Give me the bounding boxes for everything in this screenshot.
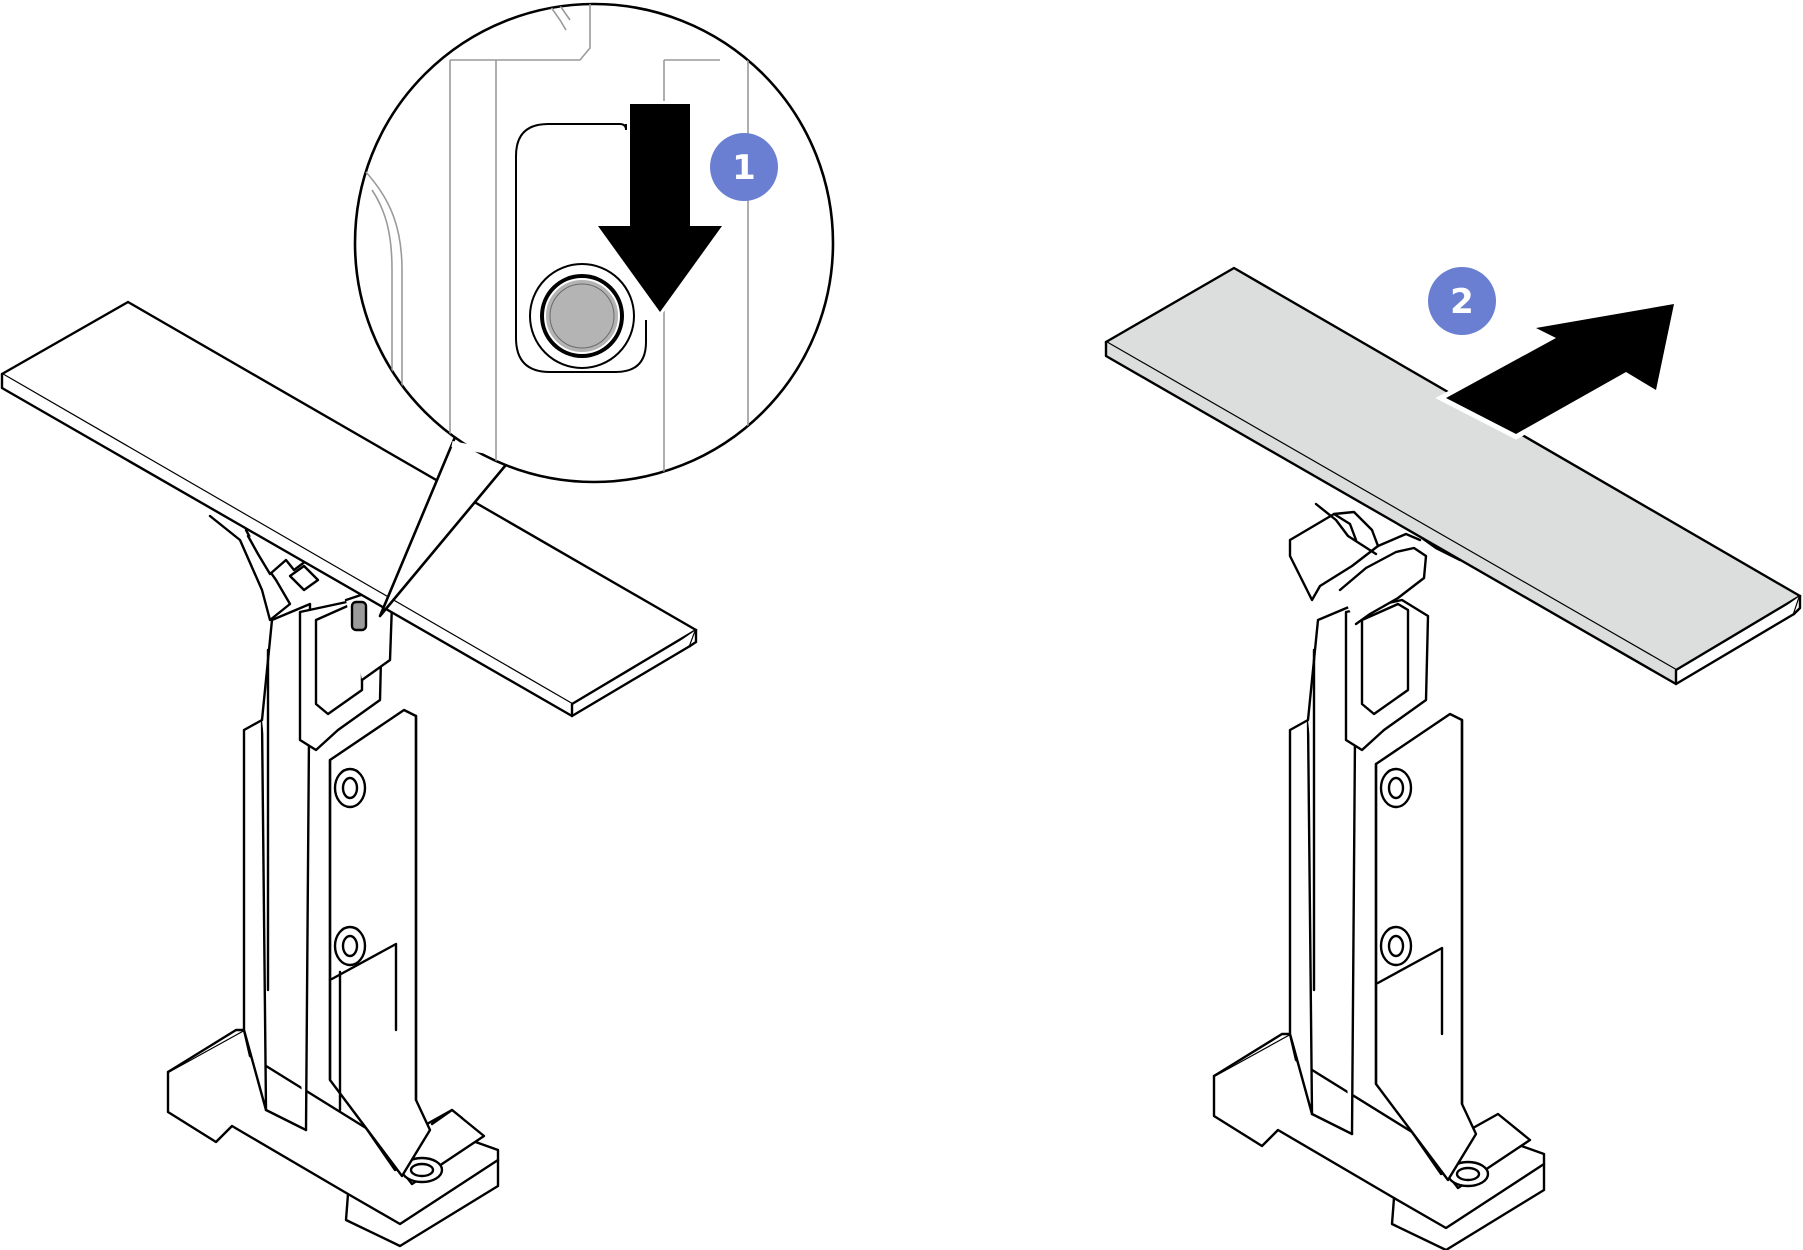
left-bracket-arms	[208, 514, 320, 622]
step-2-number: 2	[1450, 282, 1474, 322]
release-button-slot	[515, 123, 647, 373]
step-2-badge: 2	[1428, 267, 1496, 335]
step-1-number: 1	[732, 148, 756, 188]
left-bracket-front-plate	[328, 708, 432, 1178]
left-bracket-assembly	[0, 300, 698, 1248]
arrow-down-icon	[592, 101, 728, 318]
release-button	[529, 263, 635, 369]
left-card	[0, 300, 698, 718]
right-bracket-foot	[1212, 1032, 1546, 1250]
zoom-callout	[353, 2, 835, 618]
zoom-callout-circle	[353, 2, 835, 484]
left-bracket-latch	[298, 590, 394, 752]
right-bracket-rear-post	[1288, 602, 1358, 1136]
arrow-up-right-icon	[1435, 297, 1681, 440]
step-1-badge: 1	[710, 133, 778, 201]
left-bracket-foot	[166, 1028, 500, 1248]
right-bracket-assembly	[1104, 266, 1802, 1250]
right-card	[1104, 266, 1802, 686]
right-bracket-arms	[1288, 510, 1428, 626]
left-bracket-rear-post	[242, 602, 312, 1132]
right-bracket-front-plate	[1374, 712, 1478, 1182]
right-bracket-latch	[1344, 598, 1430, 752]
